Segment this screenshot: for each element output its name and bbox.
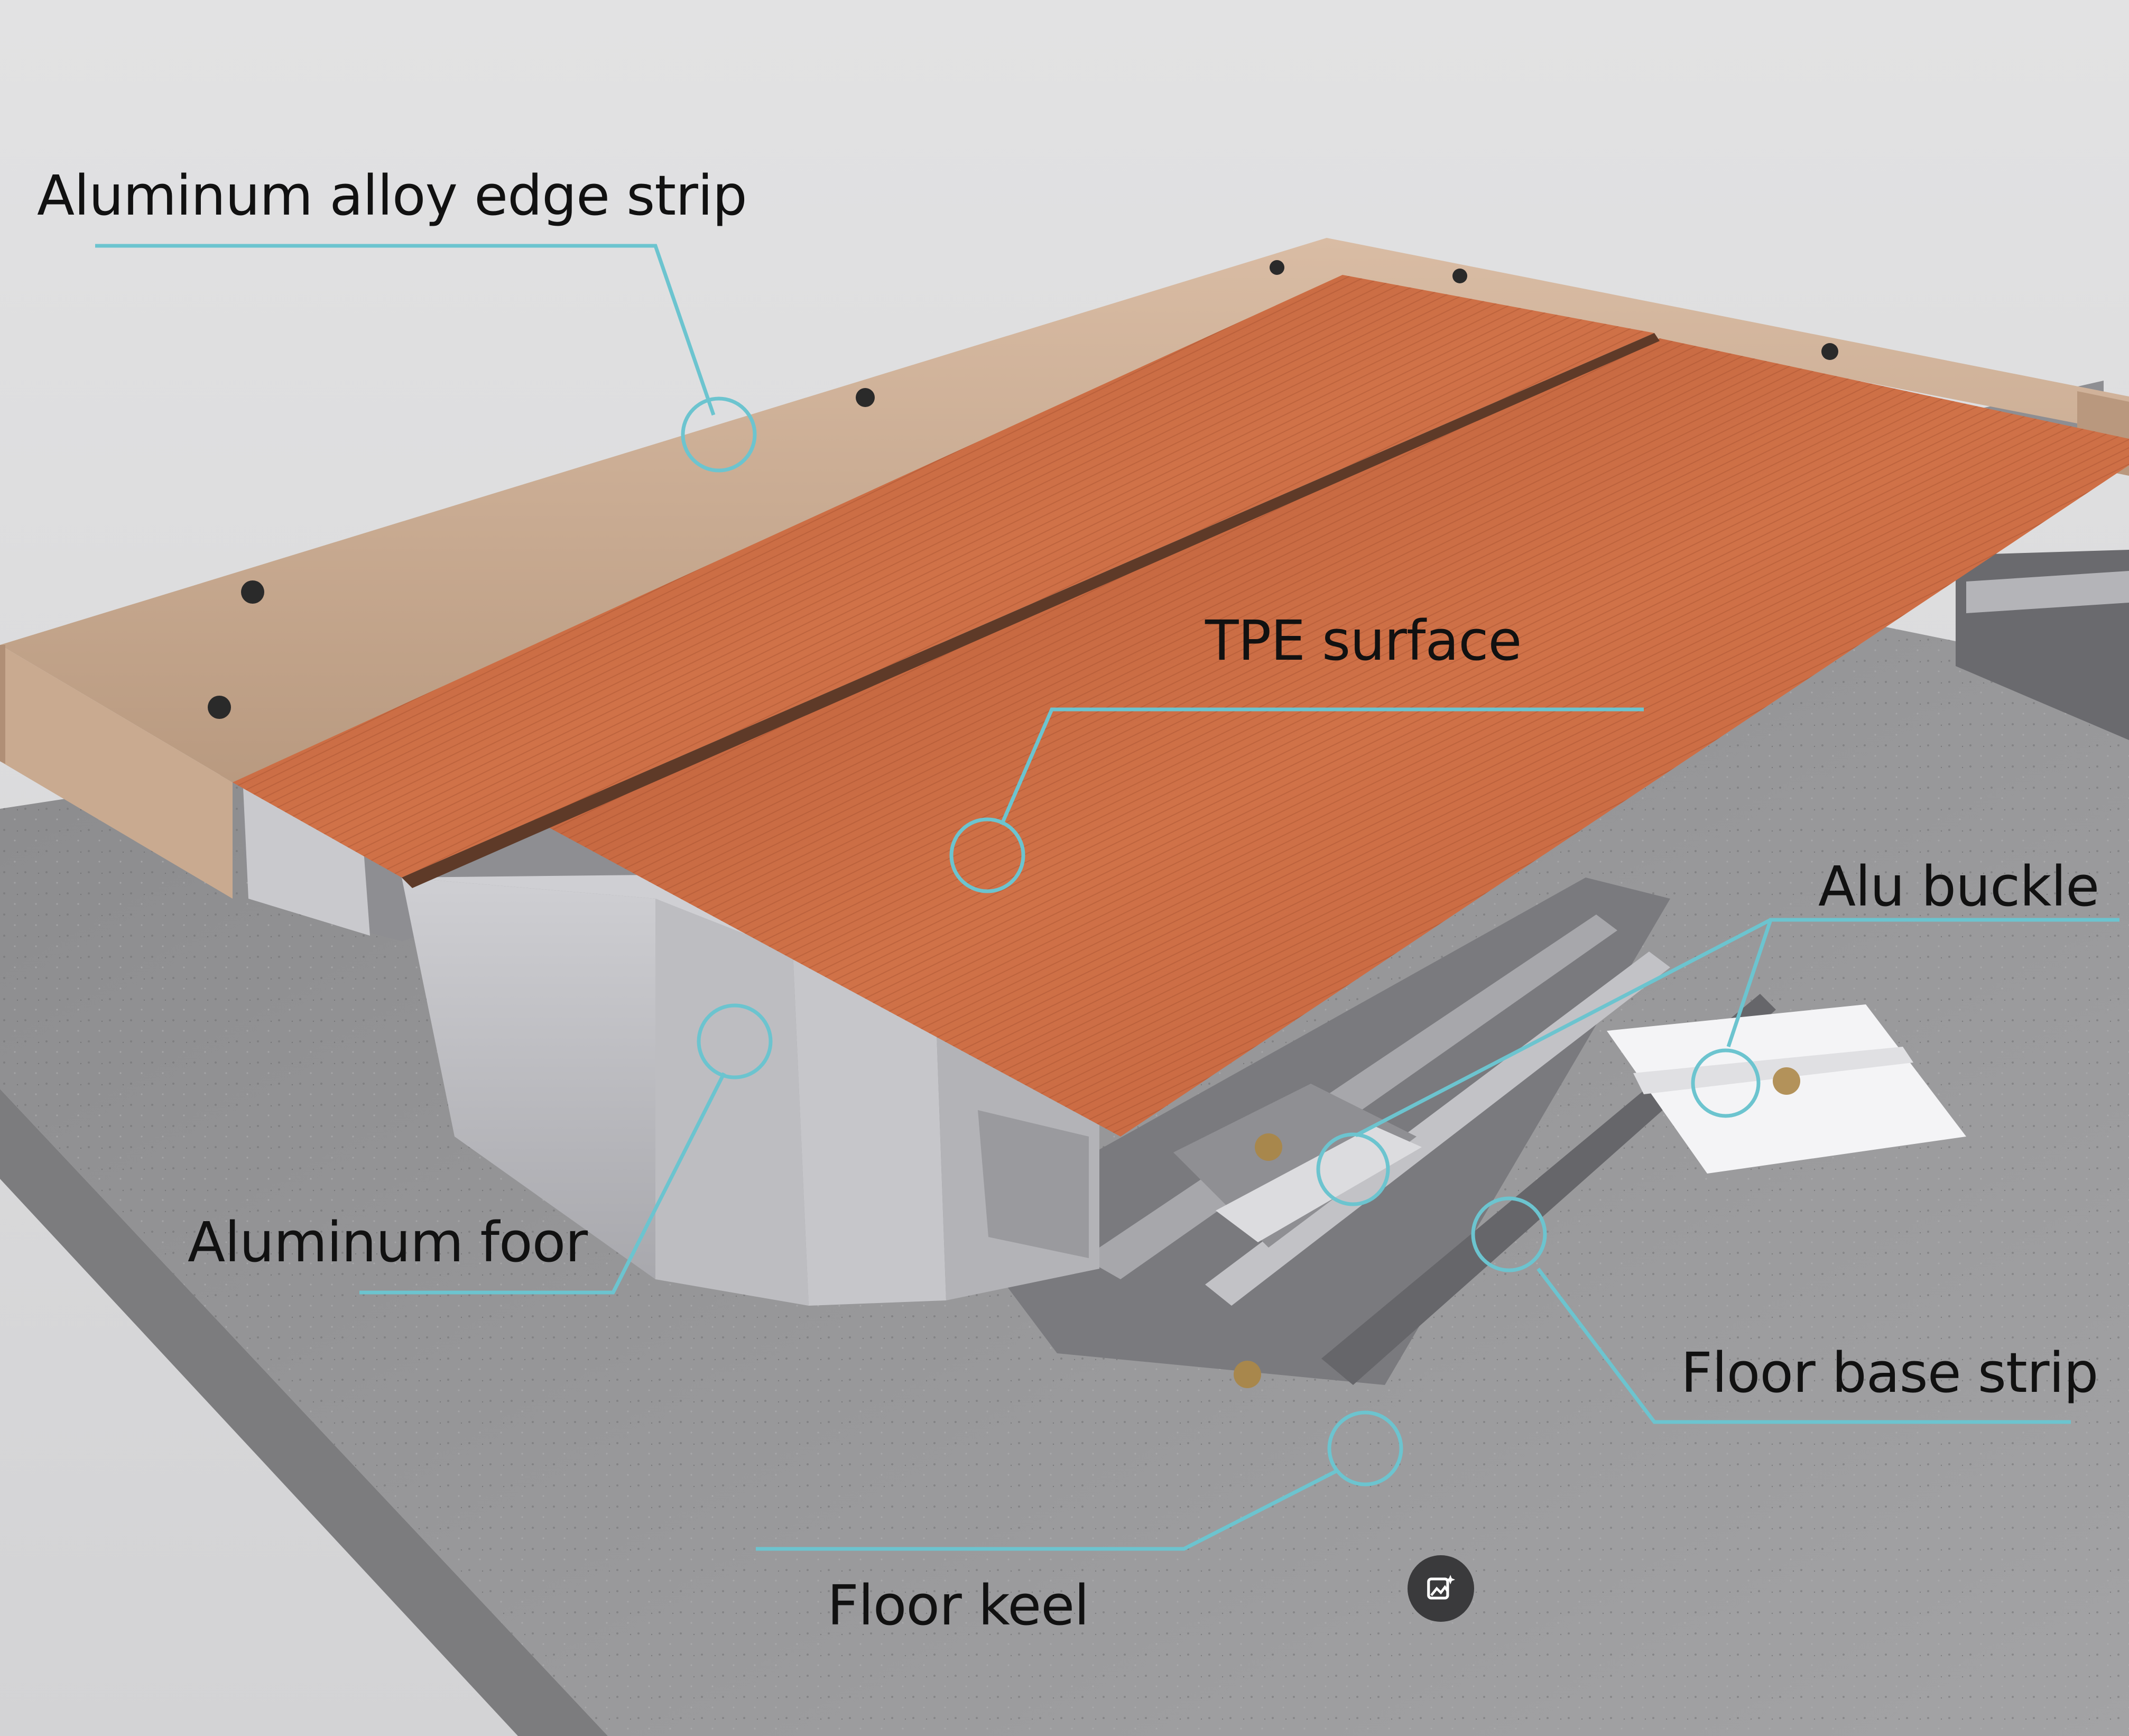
label-floor-base-strip: Floor base strip <box>1681 1341 2098 1405</box>
label-aluminum-alloy-edge-strip: Aluminum alloy edge strip <box>37 163 747 228</box>
ai-image-icon[interactable] <box>1408 1555 1474 1622</box>
alu-buckle <box>1173 1084 1422 1388</box>
label-tpe-surface: TPE surface <box>1205 608 1522 673</box>
leader-lines <box>95 244 2119 1551</box>
label-alu-buckle: Alu buckle <box>1818 854 2099 919</box>
label-floor-keel: Floor keel <box>827 1573 1089 1638</box>
loose-buckle-piece <box>1607 1004 1966 1174</box>
ai-image-glyph <box>1427 1575 1456 1600</box>
screw-heads <box>208 260 1838 719</box>
tpe-wood-surface <box>233 275 2129 1137</box>
label-aluminum-floor: Aluminum foor <box>188 1210 588 1275</box>
